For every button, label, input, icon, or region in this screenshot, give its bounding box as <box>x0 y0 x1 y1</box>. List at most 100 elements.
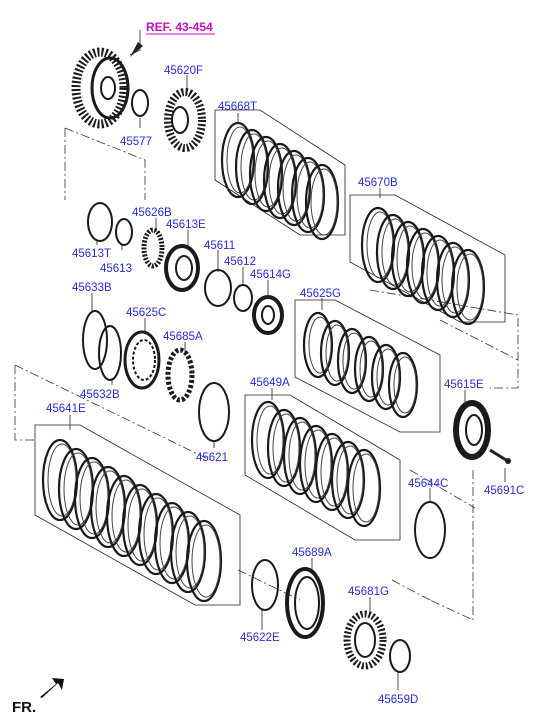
part-label[interactable]: 45615E <box>444 379 484 391</box>
frame-45641E <box>34 424 241 606</box>
part-45611-ring <box>204 269 232 307</box>
clutch-disc <box>266 408 302 488</box>
pack-frames <box>34 109 506 606</box>
clutch-disc-inner <box>456 253 484 321</box>
clutch-disc-inner <box>393 356 417 414</box>
clutch-disc <box>346 448 382 528</box>
clutch-disc-inner <box>63 452 93 526</box>
clutch-disc <box>353 335 385 403</box>
part-label[interactable]: 45668T <box>218 101 257 113</box>
clutch-disc-inner <box>111 479 141 553</box>
clutch-disc-inner <box>159 506 189 580</box>
clutch-disc <box>262 142 298 220</box>
clutch-disc <box>336 327 368 395</box>
part-45626B-ring <box>141 227 165 269</box>
part-45691C-bolt <box>489 448 511 464</box>
part-45612-ring <box>233 284 253 312</box>
clutch-disc-inner <box>47 443 77 517</box>
part-label[interactable]: 45612 <box>224 256 256 268</box>
clutch-disc <box>282 416 318 496</box>
clutch-disc <box>302 311 334 379</box>
clutch-disc-inner <box>191 524 221 598</box>
discs-45641E <box>41 438 223 603</box>
part-label[interactable]: 45685A <box>163 331 203 343</box>
reference-label[interactable]: REF. 43-454 <box>146 20 213 34</box>
clutch-disc <box>450 248 486 326</box>
clutch-disc <box>319 319 351 387</box>
leader-lines <box>69 30 506 690</box>
clutch-disc <box>304 163 340 241</box>
part-45613-ring <box>115 218 133 246</box>
clutch-disc-inner <box>325 324 349 382</box>
front-indicator: FR. <box>12 678 64 716</box>
clutch-disc-inner <box>304 429 332 499</box>
part-labels: 45620F 45577 45668T 45670B 45626B 45613E… <box>46 65 524 706</box>
part-label[interactable]: 45625G <box>300 288 341 300</box>
part-label[interactable]: 45649A <box>250 377 290 389</box>
part-45689A-plate <box>285 567 325 639</box>
clutch-disc-inner <box>175 515 205 589</box>
part-label[interactable]: 45620F <box>164 65 203 77</box>
clutch-disc-inner <box>342 332 366 390</box>
clutch-disc-inner <box>272 413 300 483</box>
clutch-disc <box>370 343 402 411</box>
part-label[interactable]: 45613 <box>100 263 132 275</box>
part-label[interactable]: 45633B <box>72 282 112 294</box>
clutch-disc <box>185 519 223 603</box>
part-label[interactable]: 45622E <box>240 632 280 644</box>
discs-45670B <box>360 206 486 326</box>
clutch-disc-inner <box>79 461 109 535</box>
part-label[interactable]: 45621 <box>196 452 228 464</box>
part-label[interactable]: 45613E <box>166 219 206 231</box>
clutch-disc <box>250 400 286 480</box>
part-45632B-ring <box>98 325 122 381</box>
part-label[interactable]: 45613T <box>72 248 111 260</box>
part-label[interactable]: 45641E <box>46 403 86 415</box>
clutch-disc <box>387 351 419 419</box>
discs-45668T <box>220 121 340 241</box>
part-label[interactable]: 45625C <box>126 307 166 319</box>
part-label[interactable]: 45644C <box>408 478 448 490</box>
clutch-disc <box>248 135 284 213</box>
part-45614G-hub <box>252 295 284 335</box>
clutch-disc-inner <box>127 488 157 562</box>
part-label[interactable]: 45611 <box>204 240 235 252</box>
part-label[interactable]: 45670B <box>358 177 398 189</box>
part-label[interactable]: 45691C <box>484 485 524 497</box>
part-label[interactable]: 45681G <box>348 586 389 598</box>
part-label[interactable]: 45577 <box>120 136 152 148</box>
part-45622E-ring <box>251 559 279 611</box>
clutch-disc-inner <box>256 405 284 475</box>
part-45659D-ring <box>389 639 411 673</box>
part-45621-ring <box>198 382 230 442</box>
clutch-disc-inner <box>143 497 173 571</box>
clutch-disc-inner <box>320 437 348 507</box>
dash-dot-guides <box>14 127 519 621</box>
clutch-disc-inner <box>376 348 400 406</box>
part-45685A-bearing <box>165 347 195 403</box>
part-45625C-plate <box>123 330 161 390</box>
part-45615E-hub <box>453 400 491 460</box>
clutch-disc <box>234 128 270 206</box>
reference-callout[interactable]: REF. 43-454 <box>130 20 215 57</box>
part-label[interactable]: 45632B <box>80 389 120 401</box>
part-label[interactable]: 45659D <box>378 694 418 706</box>
clutch-disc-inner <box>95 470 125 544</box>
reference-arrow-icon <box>130 42 143 57</box>
clutch-disc <box>314 432 350 512</box>
part-label[interactable]: 45626B <box>132 207 172 219</box>
clutch-disc <box>330 440 366 520</box>
clutch-disc <box>169 510 207 594</box>
frame-45625G <box>294 299 441 433</box>
clutch-disc <box>276 149 312 227</box>
clutch-disc-inner <box>288 421 316 491</box>
part-label[interactable]: 45614G <box>250 269 291 281</box>
front-label: FR. <box>12 699 36 716</box>
clutch-disc <box>298 424 334 504</box>
clutch-disc-inner <box>336 445 364 515</box>
front-arrow-icon <box>40 678 64 698</box>
frame-45670B <box>349 194 506 323</box>
part-45644C-ring <box>414 501 446 559</box>
part-label[interactable]: 45689A <box>292 547 332 559</box>
discs-45649A <box>250 400 382 528</box>
